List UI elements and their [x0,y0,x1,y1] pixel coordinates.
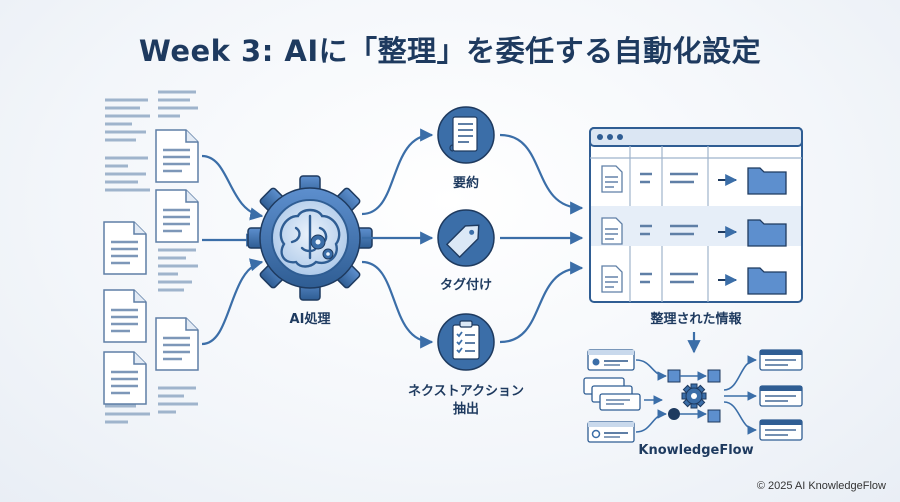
kf-output-card [759,419,803,441]
doc-icon [103,221,147,275]
summary-label: 要約 [452,176,479,191]
kf-stacked-cards [583,377,641,411]
next-action-label-line1: ネクストアクション [408,384,524,399]
doc-icon [103,351,147,405]
kf-input-card [587,421,635,443]
tag-icon [437,209,495,267]
organized-row [601,165,787,195]
summary-scroll-icon [437,106,495,164]
tagging-label: タグ付け [439,278,492,293]
knowledgeflow-label: KnowledgeFlow [638,443,754,458]
kf-input-card [587,349,635,371]
doc-icon [103,289,147,343]
doc-icon [155,317,199,371]
kf-gear-icon [681,383,707,409]
copyright-footer: © 2025 AI KnowledgeFlow [756,480,886,492]
output-arrows [361,128,434,349]
merge-arrows [499,133,584,344]
organized-info-window [589,127,803,303]
kf-output-card [759,349,803,371]
page-title: Week 3: AIに「整理」を委任する自動化設定 [138,34,762,68]
ai-processing-label: AI処理 [289,312,331,327]
doc-icon [155,129,199,183]
organized-row [601,265,787,295]
next-action-label-line2: 抽出 [452,402,479,417]
doc-icon [155,189,199,243]
ai-gear-brain-icon [247,175,373,301]
input-arrows [201,154,264,346]
organized-info-label: 整理された情報 [650,312,742,327]
checklist-clipboard-icon [437,313,495,371]
knowledgeflow-diagram [583,349,803,443]
kf-output-card [759,385,803,407]
organized-row [601,217,787,247]
